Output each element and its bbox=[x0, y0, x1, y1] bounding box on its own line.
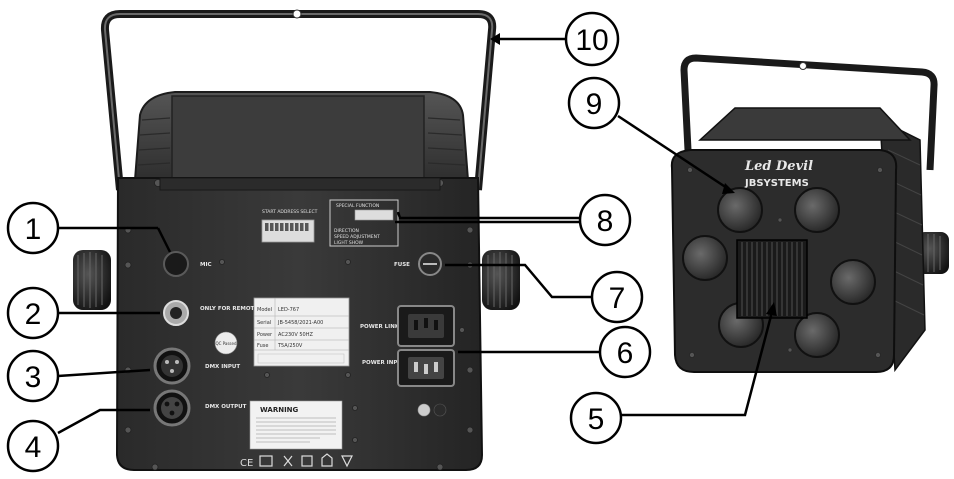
dmx-output-label: DMX OUTPUT bbox=[205, 404, 247, 410]
svg-text:QC Passed: QC Passed bbox=[215, 341, 237, 346]
mic-label: MIC bbox=[200, 262, 212, 268]
svg-text:1: 1 bbox=[25, 213, 42, 246]
callout-7: 7 bbox=[590, 270, 644, 324]
svg-text:6: 6 bbox=[617, 337, 634, 370]
fuse-label: FUSE bbox=[394, 262, 410, 268]
svg-text:SPECIAL FUNCTION: SPECIAL FUNCTION bbox=[336, 203, 379, 209]
dmx-input-connector[interactable] bbox=[153, 347, 191, 385]
nameplate-key-1: Serial bbox=[257, 320, 271, 326]
start-address-label: START ADDRESS SELECT bbox=[262, 209, 318, 215]
dmx-input-label: DMX INPUT bbox=[205, 364, 240, 370]
svg-text:CE: CE bbox=[240, 458, 253, 469]
power-input-socket[interactable] bbox=[397, 349, 455, 387]
callout-10: 10 bbox=[564, 11, 620, 67]
callout-8: 8 bbox=[578, 193, 632, 247]
callout-6: 6 bbox=[598, 325, 652, 379]
warning-label: WARNING bbox=[249, 400, 343, 450]
right-knob bbox=[482, 250, 520, 310]
svg-text:9: 9 bbox=[586, 88, 603, 121]
remote-jack[interactable] bbox=[163, 300, 189, 326]
nameplate-val-2: AC230V 50HZ bbox=[278, 332, 313, 338]
callout-circles: 1 2 3 4 5 6 7 8 bbox=[6, 11, 652, 473]
callout-4: 4 bbox=[6, 419, 60, 473]
svg-text:10: 10 bbox=[575, 24, 608, 57]
svg-text:SPEED ADJUSTMENT: SPEED ADJUSTMENT bbox=[334, 234, 380, 240]
dmx-output-connector[interactable] bbox=[153, 389, 191, 427]
callout-2: 2 bbox=[6, 286, 60, 340]
dip-switch-block[interactable] bbox=[261, 219, 315, 243]
svg-text:LIGHT SHOW: LIGHT SHOW bbox=[334, 240, 364, 246]
front-unit: Led Devil JBSYSTEMS bbox=[670, 54, 949, 373]
led-lenses bbox=[682, 187, 876, 358]
leader-arrowheads bbox=[490, 33, 777, 316]
nameplate-key-0: Model bbox=[257, 307, 272, 313]
nameplate-key-2: Power bbox=[257, 332, 273, 338]
remote-label: ONLY FOR REMOTE CONTROL bbox=[200, 306, 290, 312]
callout-9: 9 bbox=[567, 76, 621, 130]
fuse-holder[interactable] bbox=[418, 252, 442, 276]
left-knob bbox=[73, 250, 111, 310]
nameplate-val-3: T5A/250V bbox=[277, 343, 303, 349]
svg-text:3: 3 bbox=[25, 361, 42, 394]
mic-opening bbox=[163, 251, 189, 277]
qc-sticker: QC Passed bbox=[214, 331, 238, 355]
svg-text:8: 8 bbox=[597, 205, 614, 238]
nameplate: Model LED-767 Serial JB-5458/2021-A00 Po… bbox=[253, 297, 350, 367]
svg-text:WARNING: WARNING bbox=[260, 406, 299, 414]
callout-5: 5 bbox=[569, 391, 623, 445]
svg-text:4: 4 bbox=[25, 431, 42, 464]
ground-symbol-icon bbox=[417, 403, 447, 417]
rear-unit: MIC ONLY FOR REMOTE CONTROL DMX INPUT DM… bbox=[73, 9, 520, 471]
nameplate-key-3: Fuse bbox=[257, 343, 268, 349]
power-input-label: POWER INPUT bbox=[362, 360, 406, 366]
nameplate-val-0: LED-767 bbox=[278, 307, 299, 313]
front-mounting-bracket bbox=[680, 54, 938, 171]
svg-text:7: 7 bbox=[609, 282, 626, 315]
callout-1: 1 bbox=[6, 201, 60, 255]
power-link-socket[interactable] bbox=[397, 305, 455, 347]
callout-3: 3 bbox=[6, 349, 60, 403]
svg-text:5: 5 bbox=[588, 403, 605, 436]
compliance-marks-icon: CE bbox=[240, 453, 353, 469]
brand-logo: Led Devil bbox=[744, 159, 813, 174]
svg-text:DIRECTION: DIRECTION bbox=[334, 228, 359, 234]
leader-lines bbox=[57, 37, 774, 435]
svg-text:2: 2 bbox=[25, 298, 42, 331]
power-link-label: POWER LINK OUTPUT bbox=[360, 324, 426, 330]
nameplate-val-1: JB-5458/2021-A00 bbox=[277, 320, 323, 326]
brand-name: JBSYSTEMS bbox=[744, 178, 809, 189]
